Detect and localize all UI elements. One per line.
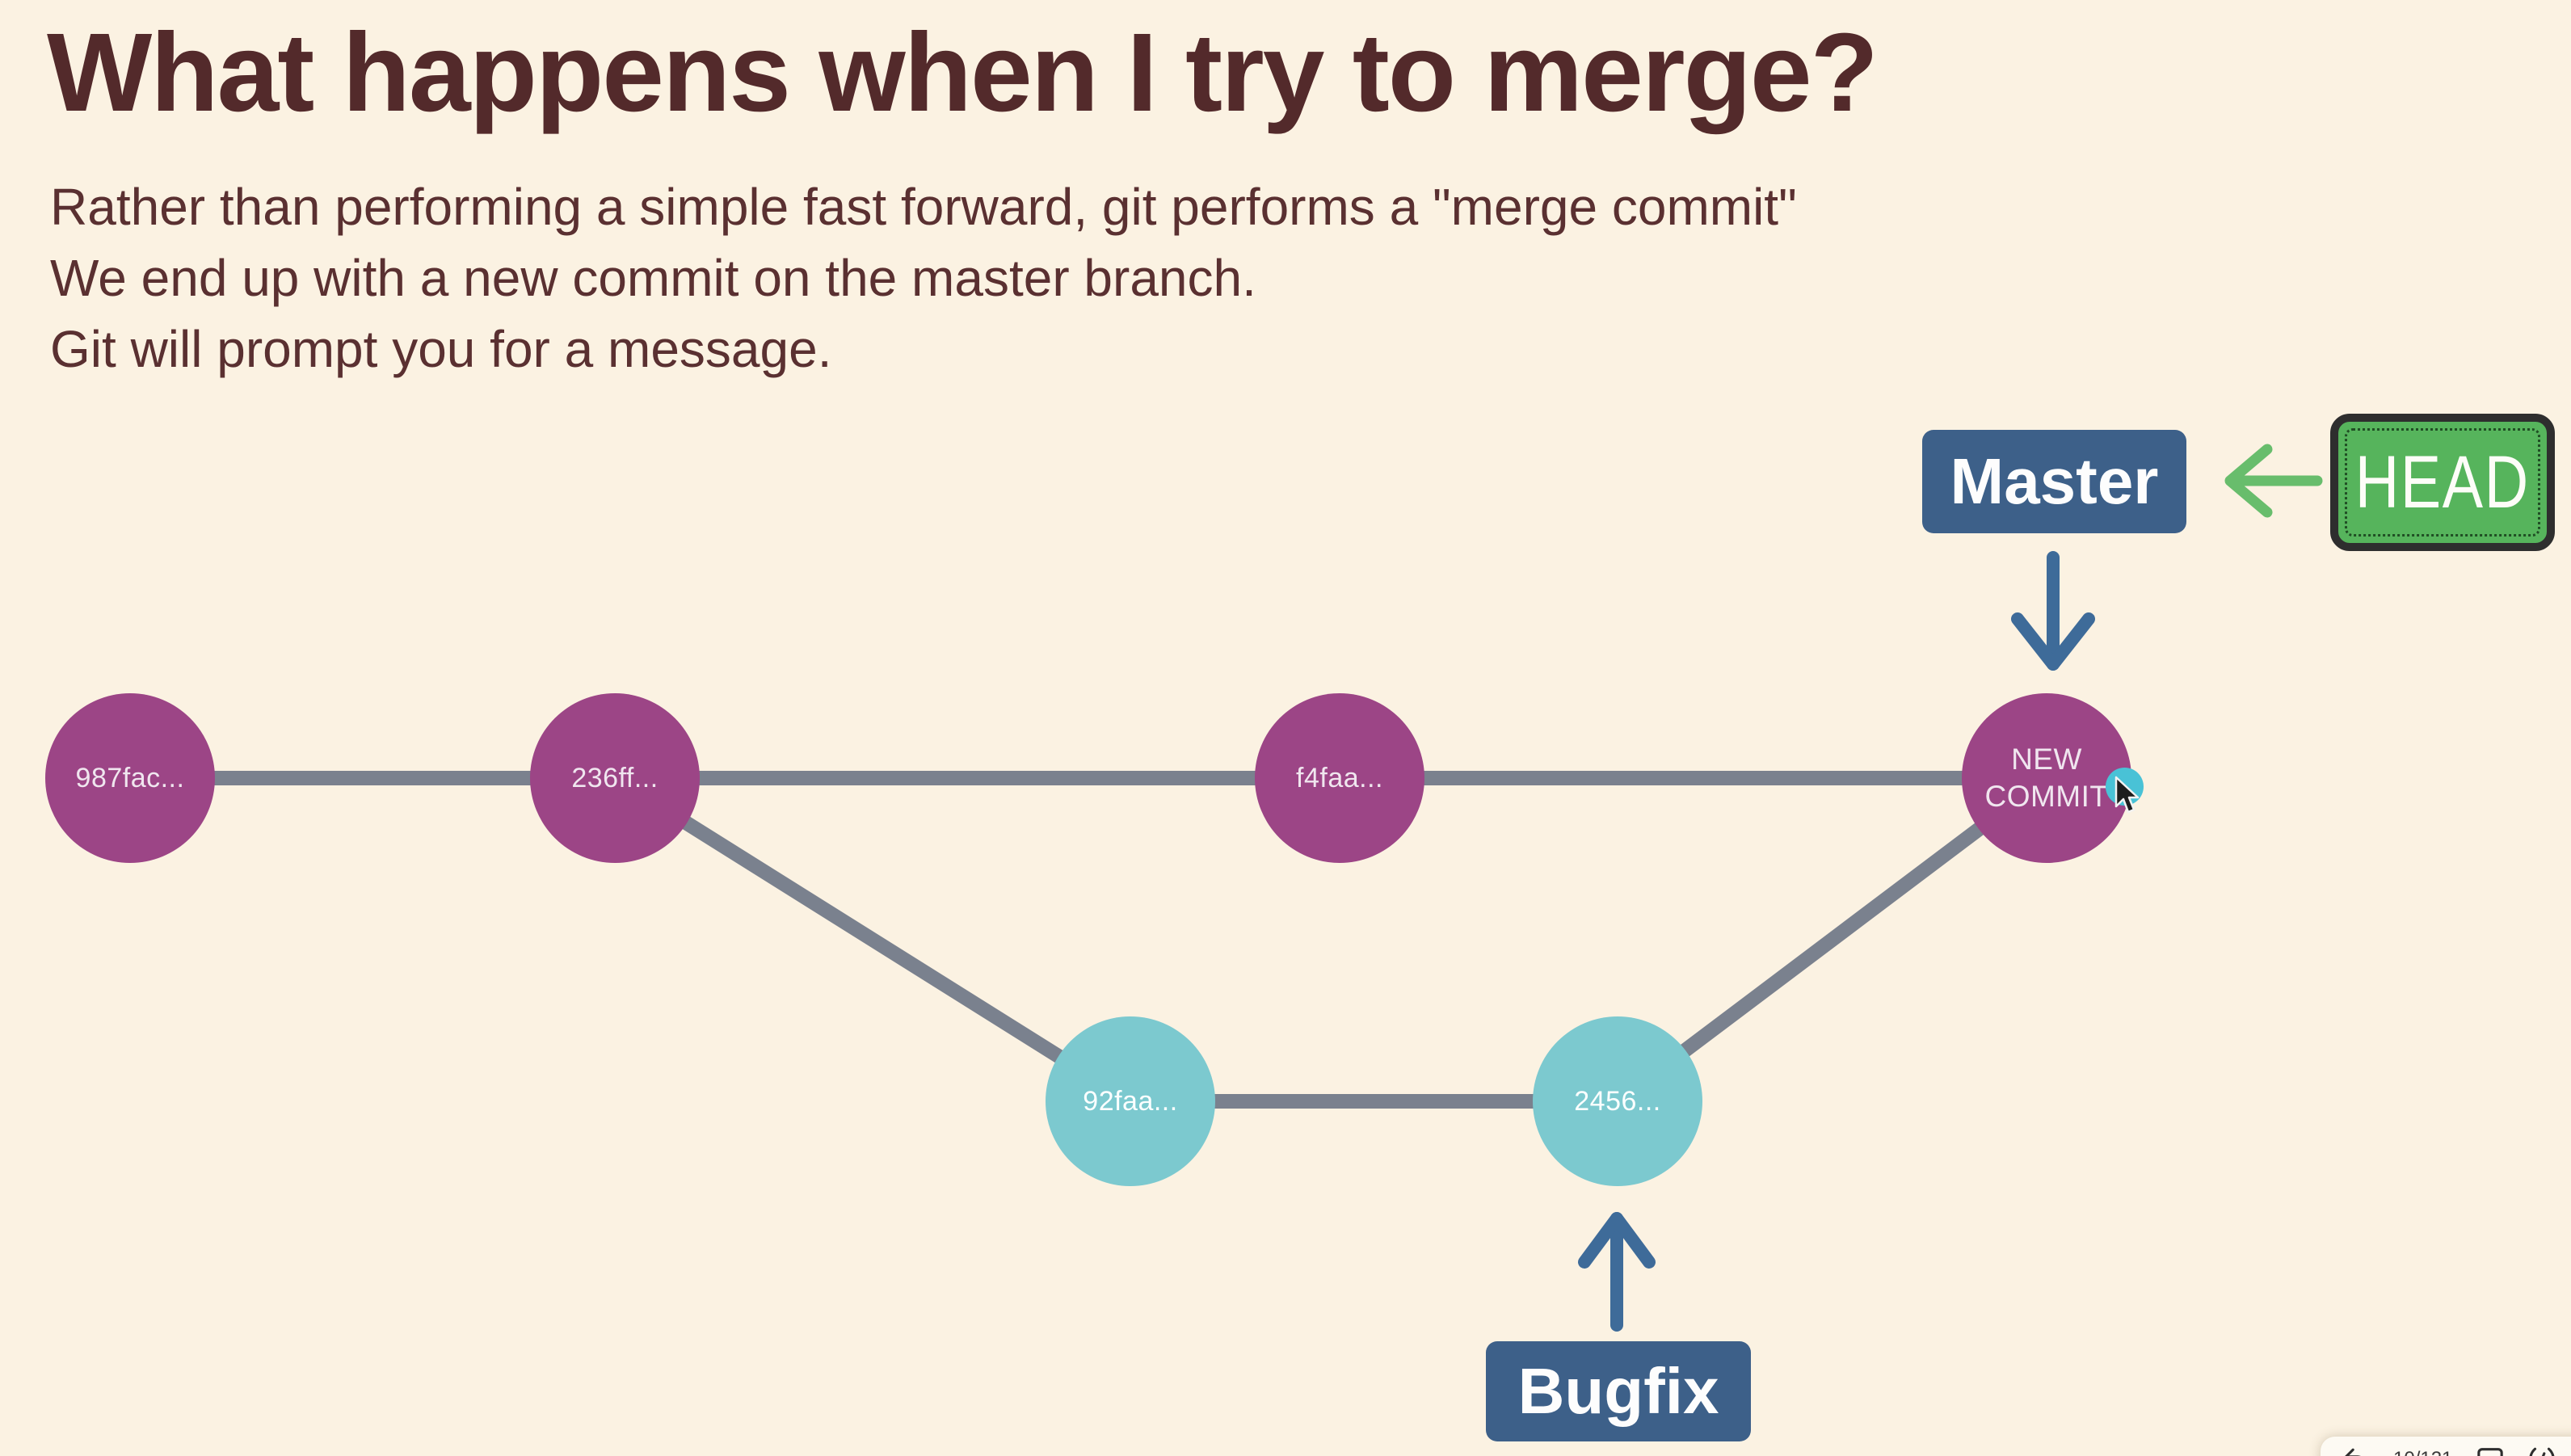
commit-label: 987fac... <box>75 762 185 793</box>
commit-node-new-commit: NEW COMMIT <box>1962 693 2131 863</box>
commit-label: f4faa... <box>1296 762 1383 793</box>
edge-2456-newcommit <box>1613 772 2051 1108</box>
frame-icon[interactable] <box>2476 1446 2504 1456</box>
presenter-toolbar: 10/121 <box>2321 1437 2571 1456</box>
bugfix-branch-label: Bugfix <box>1517 1355 1719 1427</box>
commit-node-2456: 2456... <box>1533 1016 1702 1186</box>
slide-body-line: We end up with a new commit on the maste… <box>50 249 1256 307</box>
master-pointer-arrow-icon <box>2011 551 2095 671</box>
commit-node-987fac: 987fac... <box>45 693 215 863</box>
head-to-master-arrow-icon <box>2224 444 2323 518</box>
bugfix-pointer-arrow-icon <box>1578 1212 1656 1332</box>
commit-node-92faa: 92faa... <box>1046 1016 1215 1186</box>
undo-arrow-icon[interactable] <box>2342 1446 2369 1456</box>
slide-body-line: Rather than performing a simple fast for… <box>50 178 1797 236</box>
commit-label: 92faa... <box>1083 1085 1178 1117</box>
bugfix-branch-tag: Bugfix <box>1486 1341 1751 1441</box>
page-indicator: 10/121 <box>2393 1446 2452 1456</box>
head-tag-dotted-border <box>2345 428 2540 537</box>
head-label: HEAD <box>2354 440 2531 524</box>
slide-body-line: Git will prompt you for a message. <box>50 320 832 378</box>
commit-node-236ff: 236ff... <box>530 693 700 863</box>
pointer-parens-icon[interactable] <box>2528 1446 2556 1456</box>
commit-node-f4faa: f4faa... <box>1255 693 1424 863</box>
mouse-cursor-icon <box>2114 776 2140 814</box>
commit-label: COMMIT <box>1984 780 2109 813</box>
commit-label: NEW <box>2011 743 2082 776</box>
edge-236ff-92faa <box>611 772 1134 1108</box>
slide-title: What happens when I try to merge? <box>47 11 1879 135</box>
commit-label: 236ff... <box>571 762 659 793</box>
master-branch-label: Master <box>1950 445 2159 517</box>
slide-body: Rather than performing a simple fast for… <box>50 171 2232 385</box>
commit-label: 2456... <box>1574 1085 1661 1117</box>
head-tag: HEAD <box>2330 414 2555 551</box>
master-branch-tag: Master <box>1922 430 2186 533</box>
